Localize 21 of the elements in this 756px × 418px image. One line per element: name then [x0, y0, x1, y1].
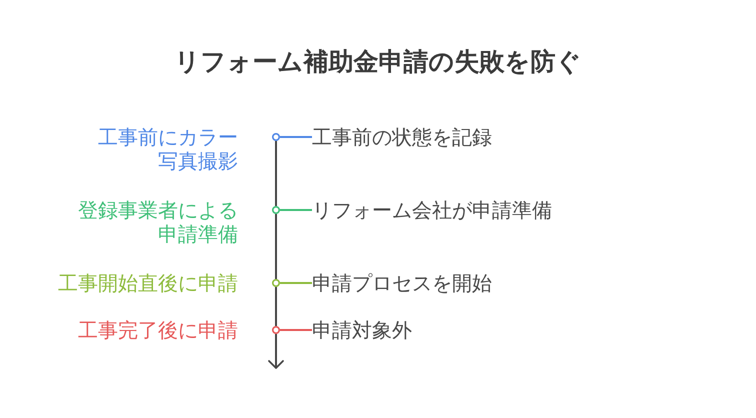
diagram-title: リフォーム補助金申請の失敗を防ぐ [174, 47, 582, 77]
step-label: 工事前にカラー写真撮影 [97, 125, 238, 173]
timeline-dot-icon [272, 326, 280, 334]
timeline-line [275, 287, 277, 326]
connector-line [280, 282, 312, 284]
timeline-line [275, 214, 277, 279]
step-outcome: リフォーム会社が申請準備 [312, 198, 552, 222]
timeline-dot-icon [272, 206, 280, 214]
step-outcome: 工事前の状態を記録 [312, 125, 492, 149]
timeline-line [275, 141, 277, 206]
step-label: 工事開始直後に申請 [57, 271, 238, 295]
timeline-arrow [268, 334, 284, 369]
step-outcome: 申請対象外 [312, 318, 412, 342]
step-label: 登録事業者による申請準備 [77, 198, 238, 246]
step-outcome: 申請プロセスを開始 [312, 271, 492, 295]
step-label: 工事完了後に申請 [77, 318, 238, 342]
connector-line [280, 209, 312, 211]
connector-line [280, 329, 312, 331]
timeline-dot-icon [272, 279, 280, 287]
connector-line [280, 136, 312, 138]
timeline-dot-icon [272, 133, 280, 141]
